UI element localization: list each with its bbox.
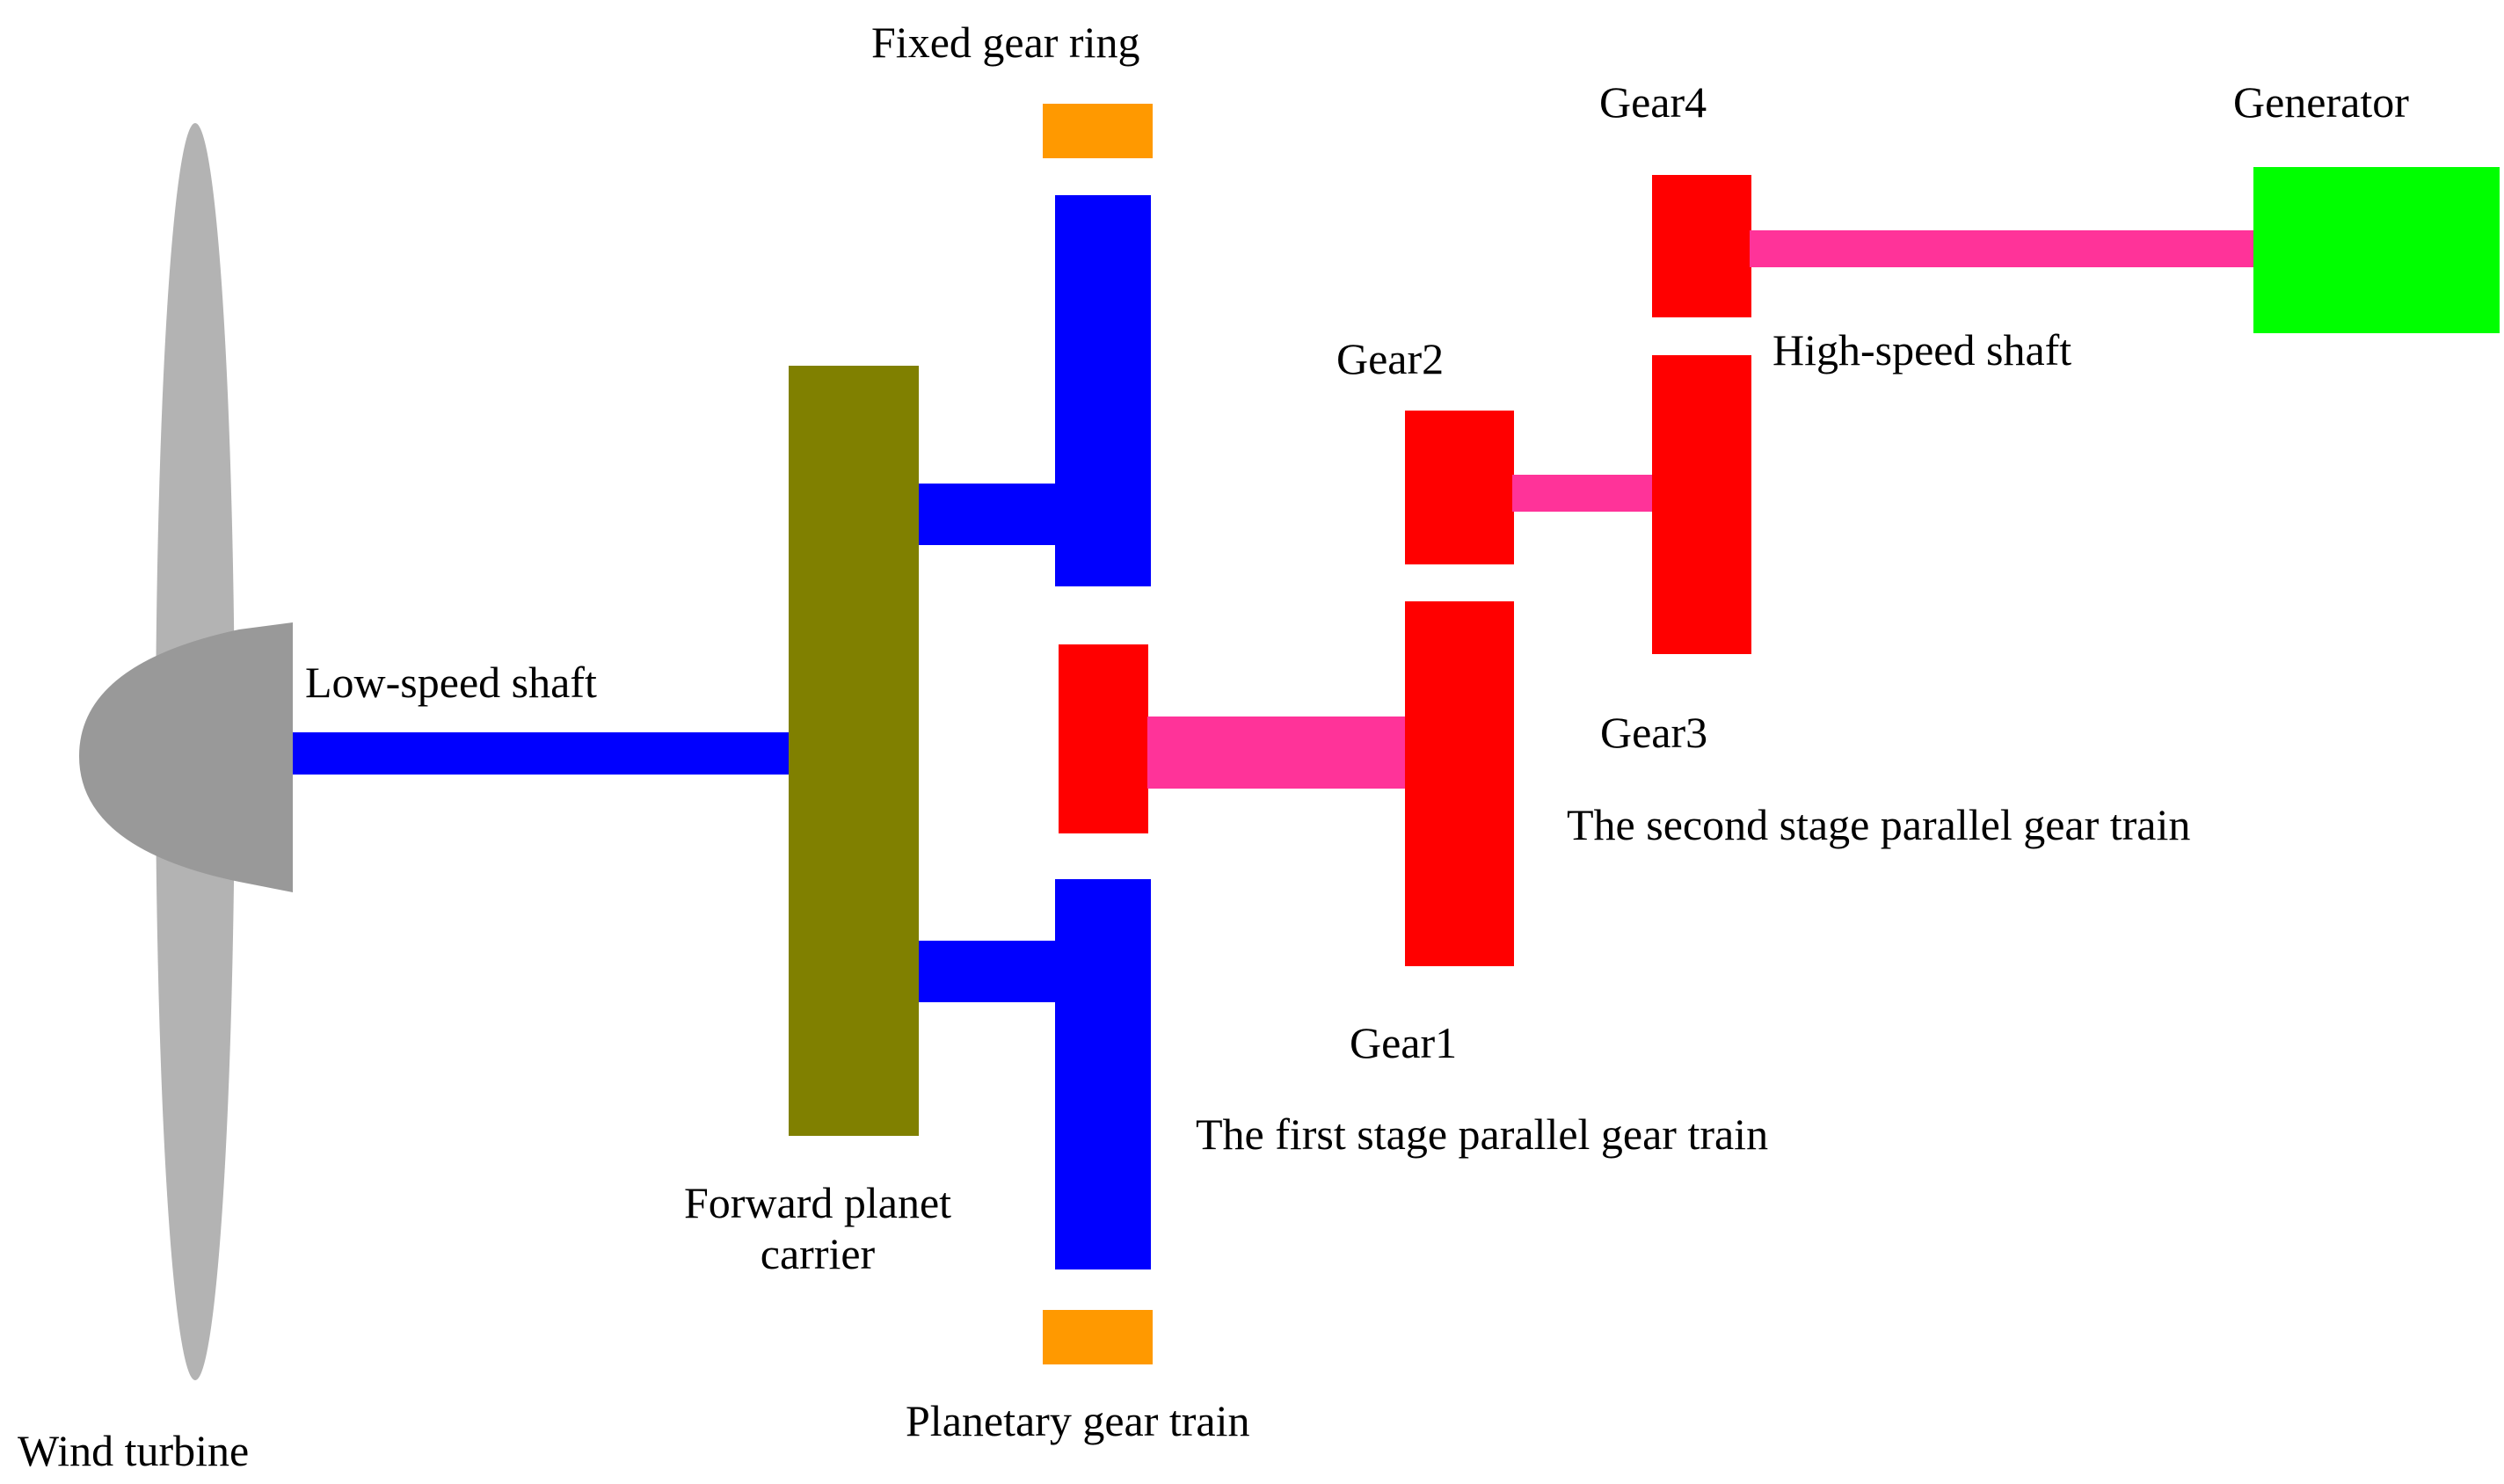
label-planetary-gear-train: Planetary gear train <box>906 1396 1250 1445</box>
high-speed-shaft <box>1750 230 2255 267</box>
second-stage-shaft <box>1512 475 1655 512</box>
label-forward-planet-carrier: Forward planet carrier <box>668 1178 967 1279</box>
low-speed-shaft <box>293 732 790 775</box>
label-gear1: Gear1 <box>1350 1018 1458 1067</box>
label-forward-planet-carrier-line2: carrier <box>760 1228 876 1278</box>
label-high-speed-shaft: High-speed shaft <box>1772 325 2072 375</box>
turbine-hub-icon <box>79 622 293 892</box>
label-forward-planet-carrier-line1: Forward planet <box>683 1178 952 1227</box>
planet-arm-lower <box>919 941 1059 1002</box>
label-wind-turbine: Wind turbine <box>18 1426 250 1475</box>
gear3 <box>1652 355 1751 654</box>
sun-gear <box>1059 644 1148 833</box>
planet-arm-upper <box>919 484 1059 545</box>
gear4 <box>1652 175 1751 317</box>
label-gear4: Gear4 <box>1599 77 1707 127</box>
label-low-speed-shaft: Low-speed shaft <box>305 658 597 707</box>
planet-gear-upper <box>1055 195 1151 586</box>
forward-planet-carrier <box>789 366 919 1136</box>
gear1 <box>1405 601 1514 966</box>
label-second-stage-gear-train: The second stage parallel gear train <box>1567 800 2191 849</box>
first-stage-shaft <box>1147 717 1407 789</box>
generator-block <box>2253 167 2500 333</box>
gear2 <box>1405 411 1514 564</box>
label-generator: Generator <box>2233 77 2409 127</box>
label-gear2: Gear2 <box>1336 334 1445 383</box>
label-fixed-gear-ring: Fixed gear ring <box>871 18 1140 67</box>
planet-gear-lower <box>1055 879 1151 1269</box>
fixed-gear-ring-bottom <box>1043 1310 1153 1364</box>
label-first-stage-gear-train: The first stage parallel gear train <box>1196 1109 1769 1159</box>
fixed-gear-ring-top <box>1043 104 1153 158</box>
label-gear3: Gear3 <box>1600 708 1708 757</box>
